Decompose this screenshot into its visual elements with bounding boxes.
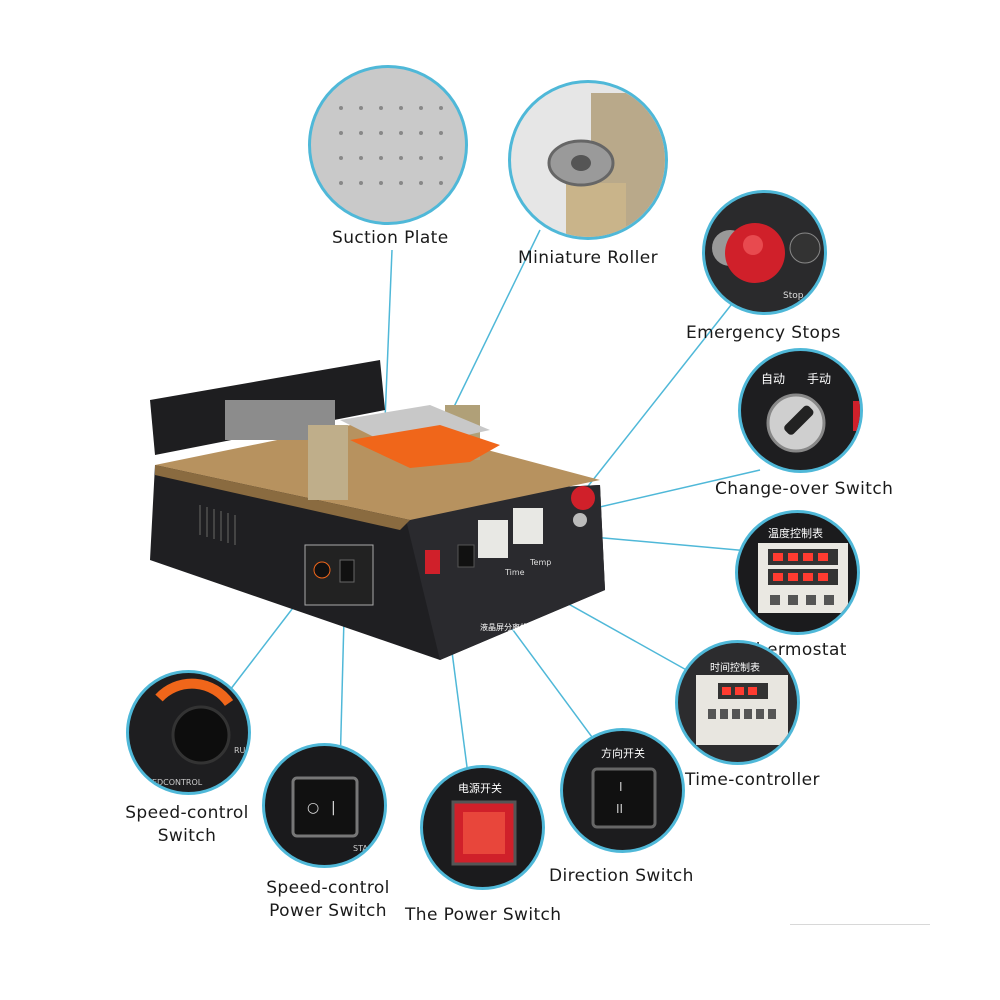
svg-text:○: ○ <box>307 800 319 816</box>
svg-text:电源开关: 电源开关 <box>458 781 502 795</box>
svg-text:Stop: Stop <box>783 291 804 301</box>
label-miniature-roller: Miniature Roller <box>518 248 658 268</box>
power-switch-circle: 电源开关 <box>420 765 545 890</box>
label-emergency-stops: Emergency Stops <box>686 323 841 343</box>
power-image: 电源开关 <box>451 781 517 866</box>
timecontroller-image: 时间控制表 <box>696 661 788 745</box>
thermostat-image: 温度控制表 <box>758 526 848 613</box>
svg-text:自动: 自动 <box>761 372 785 386</box>
label-speed-control-switch-2: Switch <box>157 826 217 846</box>
bottom-rule <box>790 924 930 925</box>
label-suction-plate: Suction Plate <box>332 228 449 248</box>
time-controller-circle: 时间控制表 <box>675 640 800 765</box>
label-speed-control-power-2: Power Switch <box>269 901 387 921</box>
svg-text:手动: 手动 <box>807 372 831 386</box>
speedcontrol-image: SPEEDCONTROL RUN <box>137 678 251 787</box>
direction-image: 方向开关 I II <box>591 746 657 829</box>
label-direction-switch: Direction Switch <box>549 866 694 886</box>
speedpower-image: ○ | STAND-BY <box>291 776 384 853</box>
emergency-line <box>584 299 736 491</box>
thermostat-circle: 温度控制表 <box>735 510 860 635</box>
svg-text:温度控制表: 温度控制表 <box>768 526 823 540</box>
svg-text:Time: Time <box>504 568 525 577</box>
svg-text:|: | <box>331 800 336 816</box>
direction-switch-circle: 方向开关 I II <box>560 728 685 853</box>
emergency-image: Stop <box>712 223 821 301</box>
label-change-over-switch: Change-over Switch <box>715 479 894 499</box>
roller-line <box>449 229 541 416</box>
svg-text:液晶屏分离机: 液晶屏分离机 <box>480 622 528 632</box>
roller-image <box>547 93 665 237</box>
speed-control-switch-circle: SPEEDCONTROL RUN <box>126 670 251 795</box>
svg-text:RUN: RUN <box>234 746 251 755</box>
svg-text:方向开关: 方向开关 <box>601 746 645 760</box>
svg-text:SPEEDCONTROL: SPEEDCONTROL <box>137 778 203 787</box>
suction-plate-circle <box>308 65 468 225</box>
svg-text:I: I <box>619 780 623 794</box>
suction-plate-line <box>384 249 393 421</box>
svg-text:Temp: Temp <box>529 558 551 567</box>
label-power-switch: The Power Switch <box>405 905 562 925</box>
label-speed-control-power-1: Speed-control <box>266 878 390 898</box>
svg-text:II: II <box>616 802 623 816</box>
changeover-line <box>577 469 761 513</box>
svg-text:时间控制表: 时间控制表 <box>710 661 760 674</box>
suction-holes <box>339 106 443 185</box>
speed-control-power-switch-circle: ○ | STAND-BY <box>262 743 387 868</box>
label-time-controller: Time-controller <box>685 770 820 790</box>
emergency-stops-circle: Stop <box>702 190 827 315</box>
changeover-image: 自动 手动 <box>761 372 860 453</box>
miniature-roller-circle <box>508 80 668 240</box>
change-over-switch-circle: 自动 手动 <box>738 348 863 473</box>
label-speed-control-switch-1: Speed-control <box>125 803 249 823</box>
